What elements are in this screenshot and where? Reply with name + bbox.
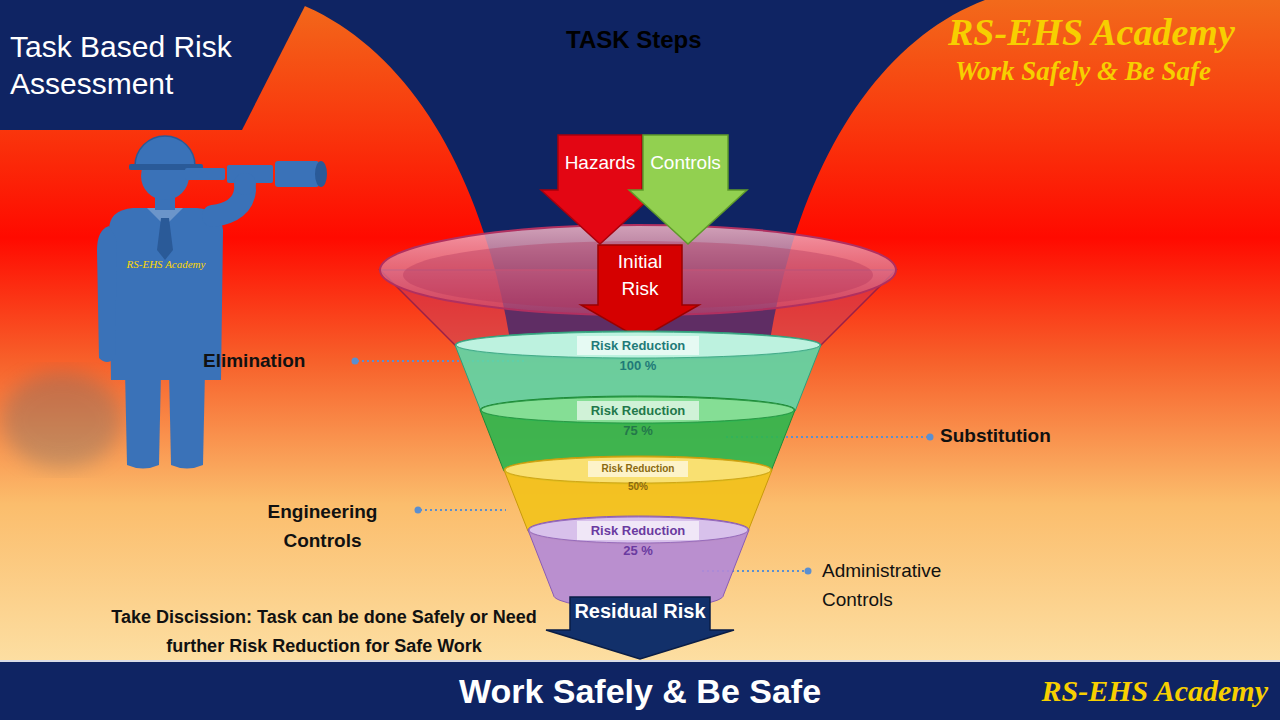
arrow-text-area: Hazards xyxy=(558,135,642,190)
figure-art xyxy=(95,130,335,475)
leader-dot xyxy=(927,434,934,441)
node-label: Controls xyxy=(650,151,721,175)
node-label: Hazards xyxy=(565,151,636,175)
arrow-text-area: Initial Risk xyxy=(598,245,682,305)
hand xyxy=(234,173,256,195)
label-holder: TASK Steps xyxy=(566,26,702,54)
title-banner xyxy=(0,0,308,130)
label-holder: Substitution xyxy=(940,425,1051,447)
footer-text-area: Work Safely & Be SafeRS-EHS Academy xyxy=(0,662,1280,720)
leader-dot xyxy=(415,507,422,514)
node-label: RS-EHS Academy xyxy=(113,258,219,270)
label-holder: Elimination xyxy=(203,350,305,372)
figure-shadow xyxy=(2,372,122,468)
arrow-text-area: Residual Risk xyxy=(570,597,710,660)
telescope-eyepiece xyxy=(185,168,225,180)
brand-logo: RS-EHS Academy xyxy=(948,10,1235,54)
left-leg xyxy=(125,370,161,469)
figure-text-area: RS-EHS Academy xyxy=(113,258,219,270)
residual-risk-arrow: Residual Risk xyxy=(545,597,735,660)
band-top xyxy=(505,457,771,483)
controls-arrow: Controls xyxy=(628,135,748,245)
node-label: Residual Risk xyxy=(574,597,705,625)
title-area: Task Based Risk Assessment xyxy=(10,28,265,102)
arrow-outline xyxy=(546,597,734,659)
section-heading: TASK Steps xyxy=(566,26,702,54)
label-holder: RS-EHS Academy xyxy=(948,10,1235,54)
node-label: Initial Risk xyxy=(598,248,682,302)
label-holder: Take Discission: Task can be done Safely… xyxy=(98,603,550,661)
band-body xyxy=(528,516,749,609)
band-label: 75 % xyxy=(623,423,653,439)
brand-slogan: Work Safely & Be Safe xyxy=(955,56,1211,87)
leader-dot xyxy=(805,568,812,575)
leader-dot xyxy=(352,358,359,365)
label-holder: Engineering Controls xyxy=(255,497,390,555)
telescope-lens xyxy=(315,161,327,187)
band-text-area: Risk Reduction 25 % xyxy=(528,516,749,609)
band-body xyxy=(480,396,795,484)
arrow-outline xyxy=(629,135,747,244)
label-holder: Administrative Controls xyxy=(822,556,977,614)
control-level-label: Substitution xyxy=(940,425,1051,447)
band-label: 50% xyxy=(628,480,648,493)
band-top xyxy=(481,397,794,423)
label-holder: Work Safely & Be Safe xyxy=(955,56,1211,87)
band-top xyxy=(529,517,748,543)
inspector-figure: RS-EHS Academy xyxy=(95,130,335,475)
footer-text: RS-EHS Academy xyxy=(1042,662,1268,720)
initial-risk-arrow: Initial Risk xyxy=(580,245,700,340)
funnel-band: Risk Reduction 25 % xyxy=(528,516,749,609)
band-label: Risk Reduction xyxy=(577,401,700,420)
band-label: Risk Reduction xyxy=(577,521,700,540)
band-body xyxy=(455,331,821,424)
band-body xyxy=(504,456,772,544)
band-label: 100 % xyxy=(620,358,657,374)
control-level-label: Administrative Controls xyxy=(822,556,977,614)
decision-note: Take Discission: Task can be done Safely… xyxy=(98,603,550,661)
band-label: Risk Reduction xyxy=(588,461,689,477)
band-top xyxy=(456,332,820,358)
left-arm xyxy=(97,226,117,362)
navy-valley xyxy=(290,0,985,340)
leader-line xyxy=(420,509,506,511)
raised-arm xyxy=(213,190,245,216)
tie xyxy=(157,218,173,260)
telescope-front xyxy=(275,161,319,187)
control-level-label: Elimination xyxy=(203,350,305,372)
band-label: 25 % xyxy=(623,543,653,559)
arrow-outline xyxy=(581,245,699,339)
helmet xyxy=(135,136,195,166)
control-level-label: Engineering Controls xyxy=(255,497,390,555)
footer-bar: Work Safely & Be SafeRS-EHS Academy xyxy=(0,660,1280,720)
band-label: Risk Reduction xyxy=(577,336,700,355)
right-leg xyxy=(169,370,205,469)
arrow-text-area: Controls xyxy=(643,135,728,190)
title: Task Based Risk Assessment xyxy=(10,28,265,102)
